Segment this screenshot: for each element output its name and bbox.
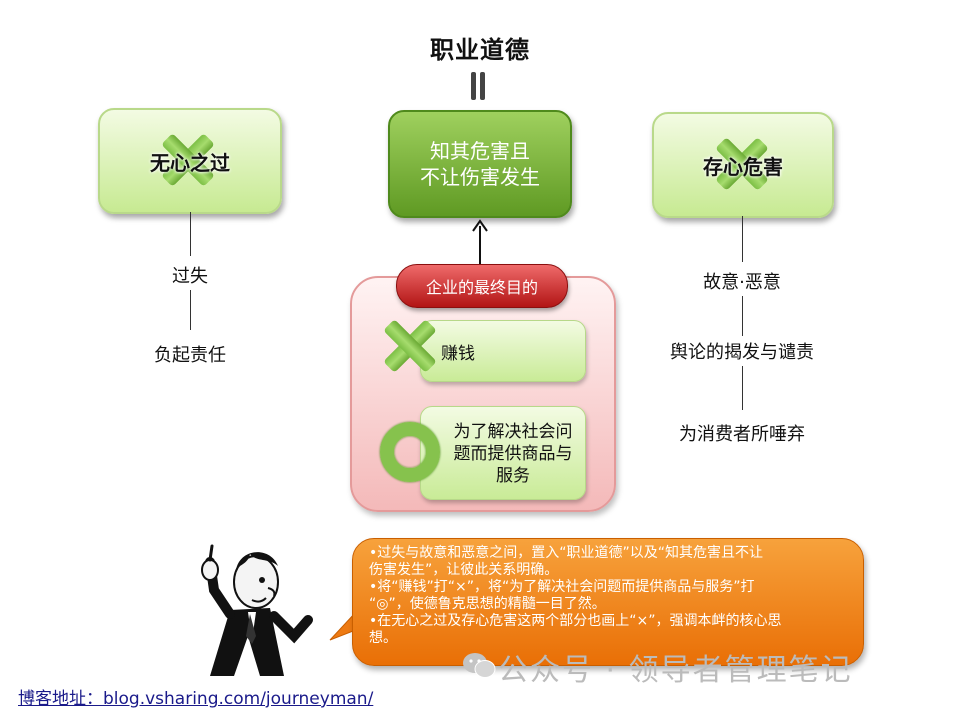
ultimate-purpose-heading: 企业的最终目的 (396, 264, 568, 308)
connector-line (190, 290, 191, 330)
intentional-harm-box: 存心危害 (652, 112, 834, 218)
ethics-definition-box: 知其危害且 不让伤害发生 (388, 110, 572, 218)
bubble-line: 伤害发生”，让彼此关系明确。 (369, 562, 847, 579)
chain-item-responsibility: 负起责任 (130, 341, 250, 367)
connector-line (742, 296, 743, 336)
watermark-text: 公众号 · 领导者管理笔记 (498, 645, 853, 689)
circle-mark-icon (380, 422, 440, 482)
bubble-line: “◎”，使德鲁克思想的精髓一目了然。 (369, 596, 847, 613)
money-item-box: 赚钱 (420, 320, 586, 382)
chain-item-public-condemnation: 舆论的揭发与谴责 (652, 338, 832, 364)
wechat-icon (462, 652, 496, 680)
intentional-harm-label: 存心危害 (703, 151, 783, 180)
connector-line (742, 216, 743, 262)
cross-mark-icon (382, 318, 438, 374)
bubble-line: •将“赚钱”打“×”，将“为了解决社会问题而提供商品与服务”打 (369, 579, 847, 596)
connector-line (742, 366, 743, 410)
bubble-line: •过失与故意和恶意之间，置入“职业道德”以及“知其危害且不让 (369, 545, 847, 562)
chain-item-consumer-rejection: 为消费者所唾弃 (662, 420, 822, 446)
ethics-definition-line2: 不让伤害发生 (420, 164, 540, 190)
connector-line (190, 212, 191, 256)
ethics-definition-line1: 知其危害且 (420, 138, 540, 164)
unintentional-fault-label: 无心之过 (150, 147, 230, 176)
page-title: 职业道德 (0, 30, 960, 65)
up-arrow-icon (470, 218, 490, 264)
money-item-label: 赚钱 (441, 339, 475, 364)
social-purpose-line1: 为了解决社会问 (445, 421, 581, 443)
social-purpose-line3: 服务 (445, 465, 581, 487)
blog-address-link[interactable]: 博客地址：blog.vsharing.com/journeyman/ (18, 684, 373, 709)
bubble-line: •在无心之过及存心危害这两个部分也画上“×”，强调本衅的核心思 (369, 613, 847, 630)
equals-sign-icon (470, 72, 486, 100)
thinking-man-figure (190, 540, 320, 680)
unintentional-fault-box: 无心之过 (98, 108, 282, 214)
social-purpose-line2: 题而提供商品与 (445, 443, 581, 465)
chain-item-fault: 过失 (140, 262, 240, 288)
social-purpose-item-box: 为了解决社会问 题而提供商品与 服务 (420, 406, 586, 500)
chain-item-malice: 故意·恶意 (672, 268, 812, 294)
